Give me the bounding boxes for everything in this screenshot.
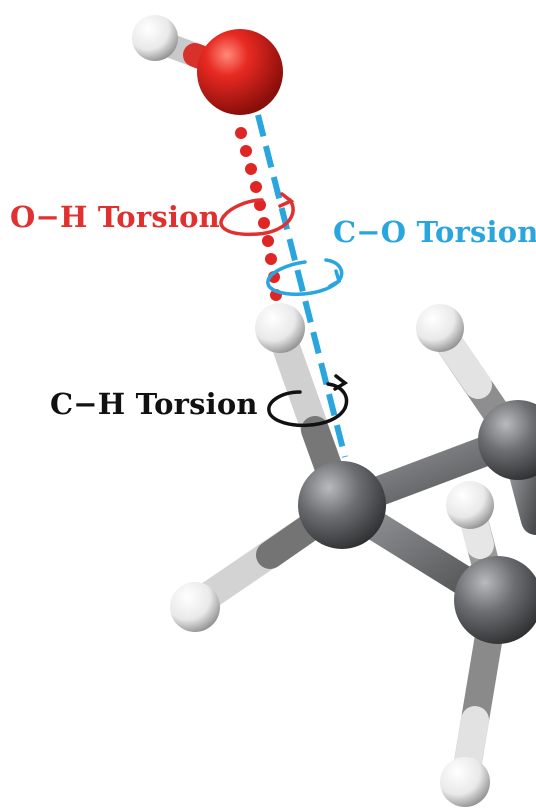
co-torsion-label: C−O Torsion [333,215,536,249]
oxygen-atom [197,29,283,115]
hbond-dot [265,253,277,265]
carbon-atom [478,400,536,480]
hydrogen-bond-dots [235,127,282,301]
hydrogen-atom [446,481,494,529]
hydrogen-atom [170,582,220,632]
hbond-dot [245,163,257,175]
hbond-dot [262,235,274,247]
oh-torsion-label: O−H Torsion [10,200,220,234]
co-torsion-arrow [266,258,344,296]
oh-torsion-arrow [219,192,295,237]
hydrogen-atom [440,757,490,807]
hbond-dot [258,217,270,229]
hbond-dot [235,127,247,139]
hbond-dot [240,145,252,157]
ch-torsion-label: C−H Torsion [50,387,258,421]
hbond-dot [250,181,262,193]
atoms [132,15,536,807]
carbon-atom [298,461,386,549]
hydrogen-atom [132,15,178,61]
ch-torsion-arrow [267,374,349,427]
hydrogen-atom [416,304,464,352]
carbon-atom [454,556,536,644]
co-torsion-axis [255,114,348,458]
hydrogen-atom [255,303,305,353]
